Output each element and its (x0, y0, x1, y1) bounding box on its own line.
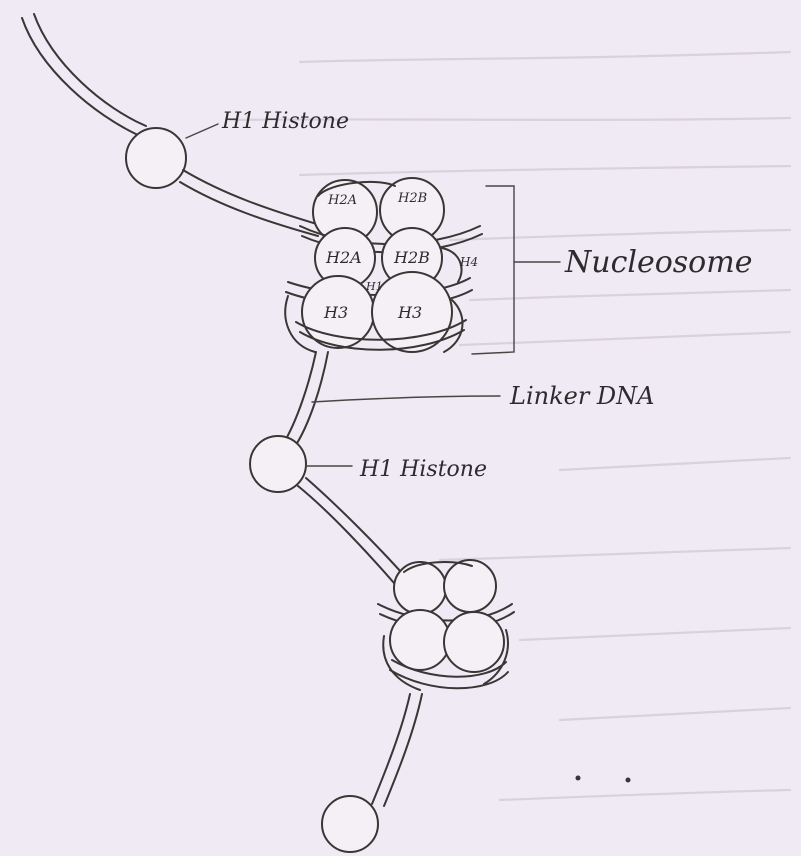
linker-dna-strand (282, 352, 328, 448)
histone-label-h2b-top: H2B (397, 191, 427, 206)
histone-bead (444, 612, 504, 672)
nucleosome-second (378, 560, 514, 690)
linker-dna-leader-line (312, 396, 500, 402)
histone-label-h2a-top: H2A (327, 193, 357, 208)
histone-bead (390, 610, 450, 670)
h1-histone-bead-mid (250, 436, 306, 492)
h1-histone-label-mid: H1 Histone (359, 457, 487, 482)
histone-label-h2a-mid: H2A (325, 248, 362, 267)
h1-top-leader-line (186, 124, 218, 138)
dna-strand-to-nucleosome (180, 170, 320, 236)
dna-strand-top (22, 14, 146, 135)
histone-label-h4: H4 (459, 255, 478, 269)
nucleosome-bracket (472, 186, 560, 354)
pencil-dot (576, 776, 581, 781)
dna-strand-to-second-nucleosome (298, 478, 410, 590)
bleed-through-lines (230, 52, 790, 800)
histone-label-h3-right: H3 (397, 303, 422, 322)
histone-label-h1-small: H1 (365, 280, 383, 293)
nucleosome-label: Nucleosome (564, 245, 752, 280)
histone-bead (394, 562, 446, 614)
histone-bead (444, 560, 496, 612)
histone-label-h2b-mid: H2B (393, 248, 430, 267)
h1-histone-label-top: H1 Histone (221, 109, 349, 134)
linker-dna-label: Linker DNA (509, 382, 655, 410)
nucleosome-labelled (285, 178, 482, 352)
pencil-dot (626, 778, 631, 783)
h1-histone-bead-top (126, 128, 186, 188)
histone-label-h3-left: H3 (323, 303, 348, 322)
dna-strand-bottom (372, 694, 422, 806)
h1-histone-bead-bottom (322, 796, 378, 852)
